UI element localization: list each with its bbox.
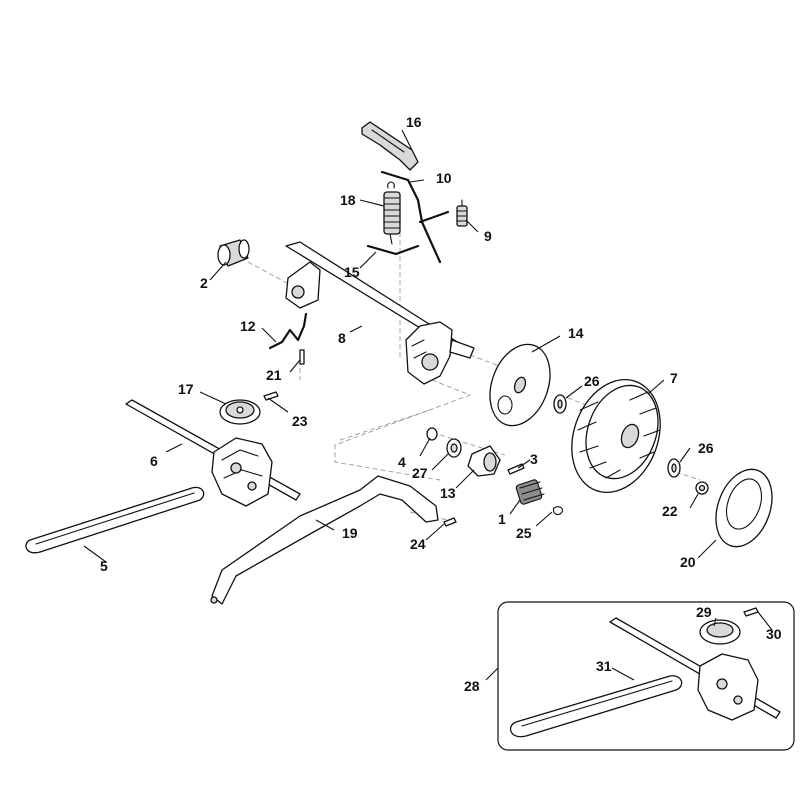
small-washer xyxy=(426,427,438,441)
pinion-gear xyxy=(515,479,545,505)
callout-19: 19 xyxy=(342,525,358,541)
callout-1: 1 xyxy=(498,511,506,527)
wheel-cover-disc xyxy=(489,343,551,427)
drive-belt xyxy=(25,486,205,554)
callout-26-outer: 26 xyxy=(698,440,714,456)
callout-31: 31 xyxy=(596,658,612,674)
pinion-housing xyxy=(467,445,501,477)
callout-17: 17 xyxy=(178,381,194,397)
washer-outer xyxy=(667,458,681,478)
rear-wheel xyxy=(571,378,661,494)
callout-27: 27 xyxy=(412,465,428,481)
callout-10: 10 xyxy=(436,170,452,186)
control-rod xyxy=(380,170,450,264)
callout-2: 2 xyxy=(200,275,208,291)
callout-6: 6 xyxy=(150,453,158,469)
callout-13: 13 xyxy=(440,485,456,501)
inset-pulley xyxy=(699,619,741,645)
callout-21: 21 xyxy=(266,367,282,383)
callout-16: 16 xyxy=(406,114,422,130)
torsion-wire xyxy=(268,312,308,350)
bushing xyxy=(217,239,250,267)
lever-pin xyxy=(443,517,457,527)
drive-pulley xyxy=(219,399,261,425)
transmission-gearbox xyxy=(125,399,301,507)
callout-9: 9 xyxy=(484,228,492,244)
callout-28: 28 xyxy=(464,678,480,694)
pulley-key xyxy=(263,391,279,401)
callout-26-inner: 26 xyxy=(584,373,600,389)
inset-gearbox xyxy=(697,653,759,721)
callout-18: 18 xyxy=(340,192,356,208)
callout-20: 20 xyxy=(680,554,696,570)
handle-lever xyxy=(361,121,419,171)
callout-7: 7 xyxy=(670,370,678,386)
callout-29: 29 xyxy=(696,604,712,620)
leader-lines xyxy=(83,129,773,681)
callout-25: 25 xyxy=(516,525,532,541)
alternate-drive-inset xyxy=(497,601,795,751)
callout-12: 12 xyxy=(240,318,256,334)
callout-5: 5 xyxy=(100,558,108,574)
link-rod xyxy=(366,244,420,256)
rear-axle-assembly xyxy=(285,241,475,385)
retaining-clip xyxy=(552,506,563,516)
spacer xyxy=(446,438,462,458)
pin xyxy=(299,349,305,365)
callout-23: 23 xyxy=(292,413,308,429)
tension-spring-small xyxy=(456,199,468,227)
drive-lever xyxy=(210,475,439,605)
callout-14: 14 xyxy=(568,325,584,341)
inset-belt xyxy=(509,675,683,738)
hubcap xyxy=(715,468,773,548)
callouts: 16 10 18 9 15 2 12 8 21 14 26 7 26 17 23… xyxy=(100,114,782,694)
callout-15: 15 xyxy=(344,264,360,280)
tension-spring-large xyxy=(383,181,401,245)
callout-24: 24 xyxy=(410,536,426,552)
washer-inner xyxy=(553,394,567,414)
hub-nut xyxy=(695,481,709,495)
callout-22: 22 xyxy=(662,503,678,519)
callout-8: 8 xyxy=(338,330,346,346)
callout-4: 4 xyxy=(398,454,406,470)
callout-30: 30 xyxy=(766,626,782,642)
callout-3: 3 xyxy=(530,451,538,467)
